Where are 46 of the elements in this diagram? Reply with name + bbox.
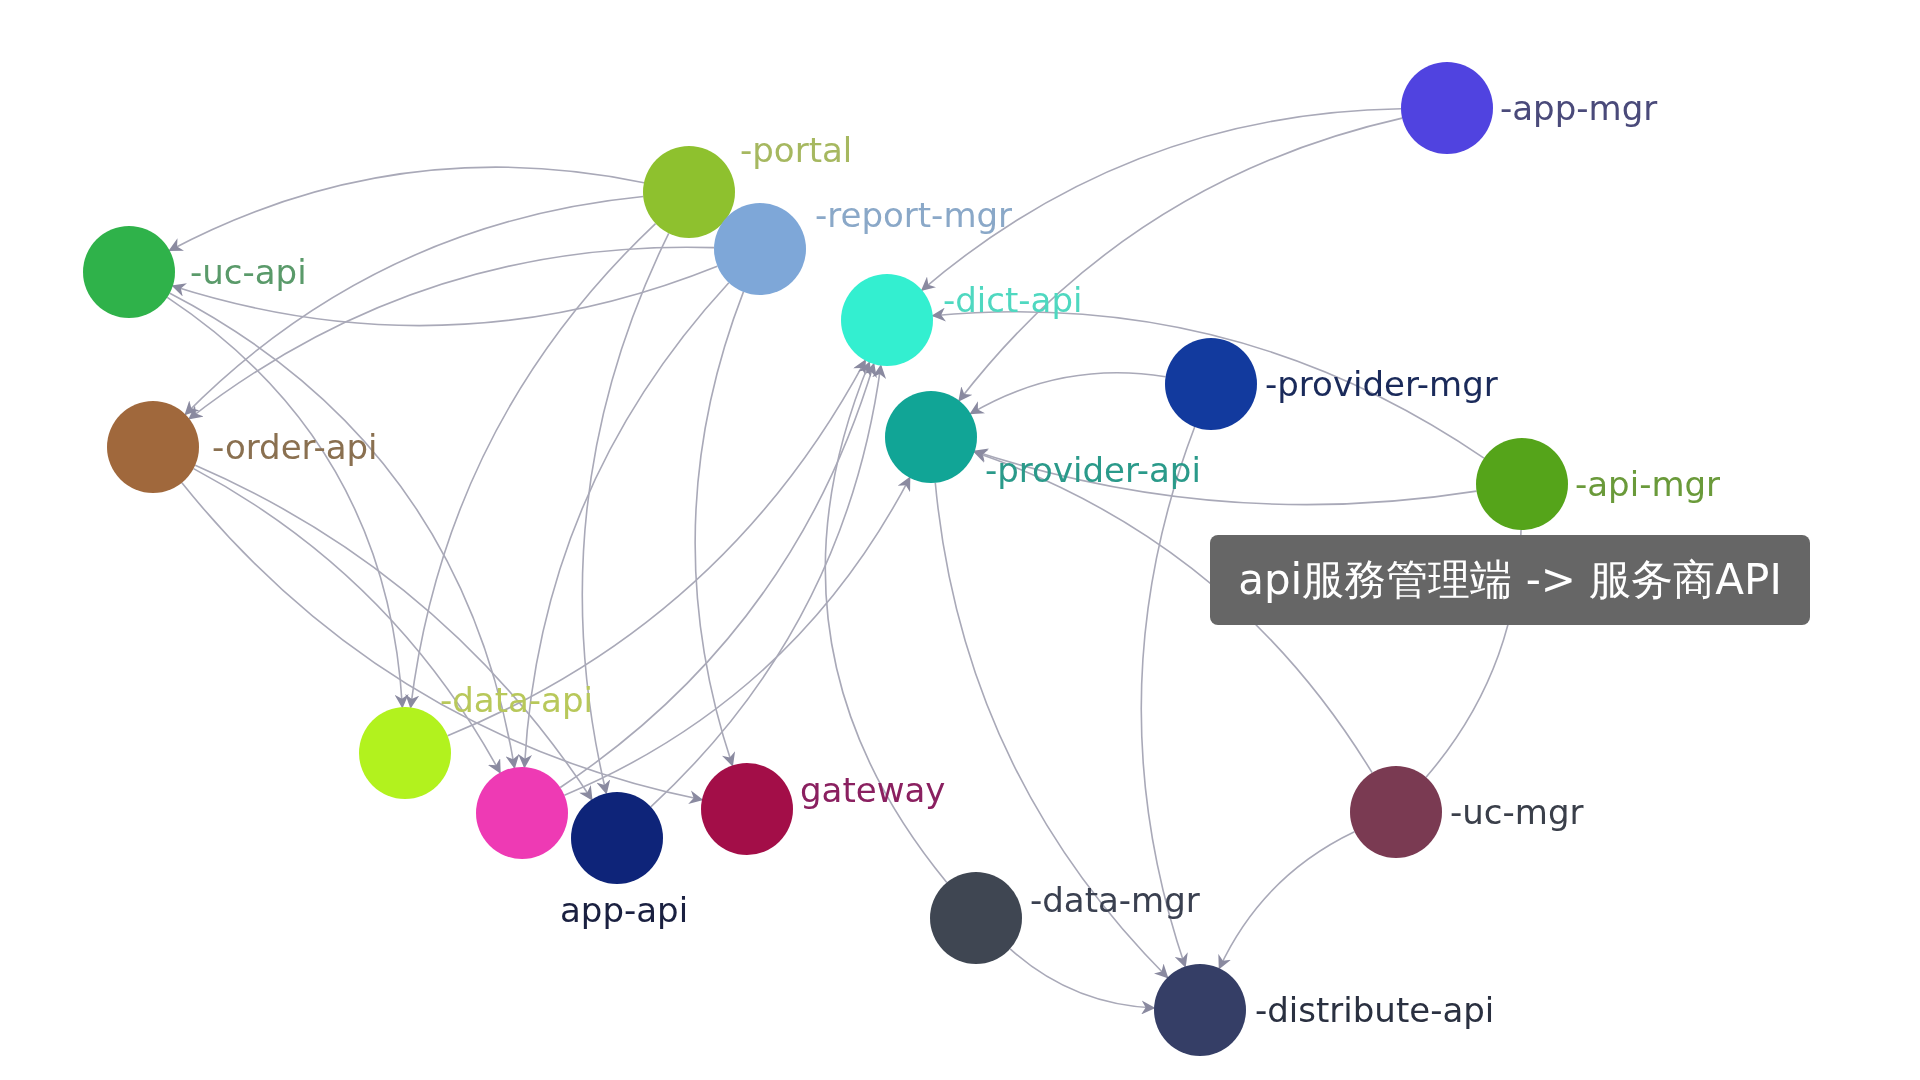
arrow [171,265,719,327]
arrow [184,195,644,416]
node-circle [571,792,663,884]
node-label: -provider-mgr [1265,367,1498,401]
node-circle [107,401,199,493]
arrow [581,232,670,795]
node-label: -dict-api [943,283,1083,317]
arrow [446,359,866,737]
arrow [920,107,1402,291]
node-label: -data-mgr [1030,883,1200,917]
arrow [931,307,1485,459]
node-label: -data-api [440,683,593,717]
arrow [825,361,948,884]
node-label: -portal [740,133,853,167]
node-circle [885,391,977,483]
arrow [650,364,886,808]
node-label: -uc-mgr [1450,795,1584,829]
node-label: app-api [560,893,689,927]
node-label: -order-api [212,430,378,464]
arrow [188,246,715,420]
node-label: -app-mgr [1500,91,1658,125]
node-label: -api-mgr [1575,467,1721,501]
node-label: -distribute-api [1255,993,1495,1027]
arrow [559,362,877,789]
tooltip: api服務管理端 -> 服务商API [1210,535,1810,625]
arrow [169,292,519,769]
arrow [181,482,704,804]
arrow [405,222,657,709]
arrow [1140,426,1196,968]
node-label: -report-mgr [815,198,1013,232]
arrow [973,448,1478,506]
arrow [694,291,745,767]
node-label: -uc-api [190,255,307,289]
arrow [563,476,911,796]
arrow [934,482,1169,979]
arrow [166,296,409,709]
arrow [958,117,1403,402]
arrow [1218,831,1356,970]
arrow [969,372,1167,415]
node-label: -provider-api [985,453,1201,487]
arrow [518,282,730,769]
arrow [194,464,593,801]
arrow [1009,948,1156,1015]
node-label: gateway [800,773,946,807]
arrow [192,467,501,774]
arrow [168,166,645,252]
